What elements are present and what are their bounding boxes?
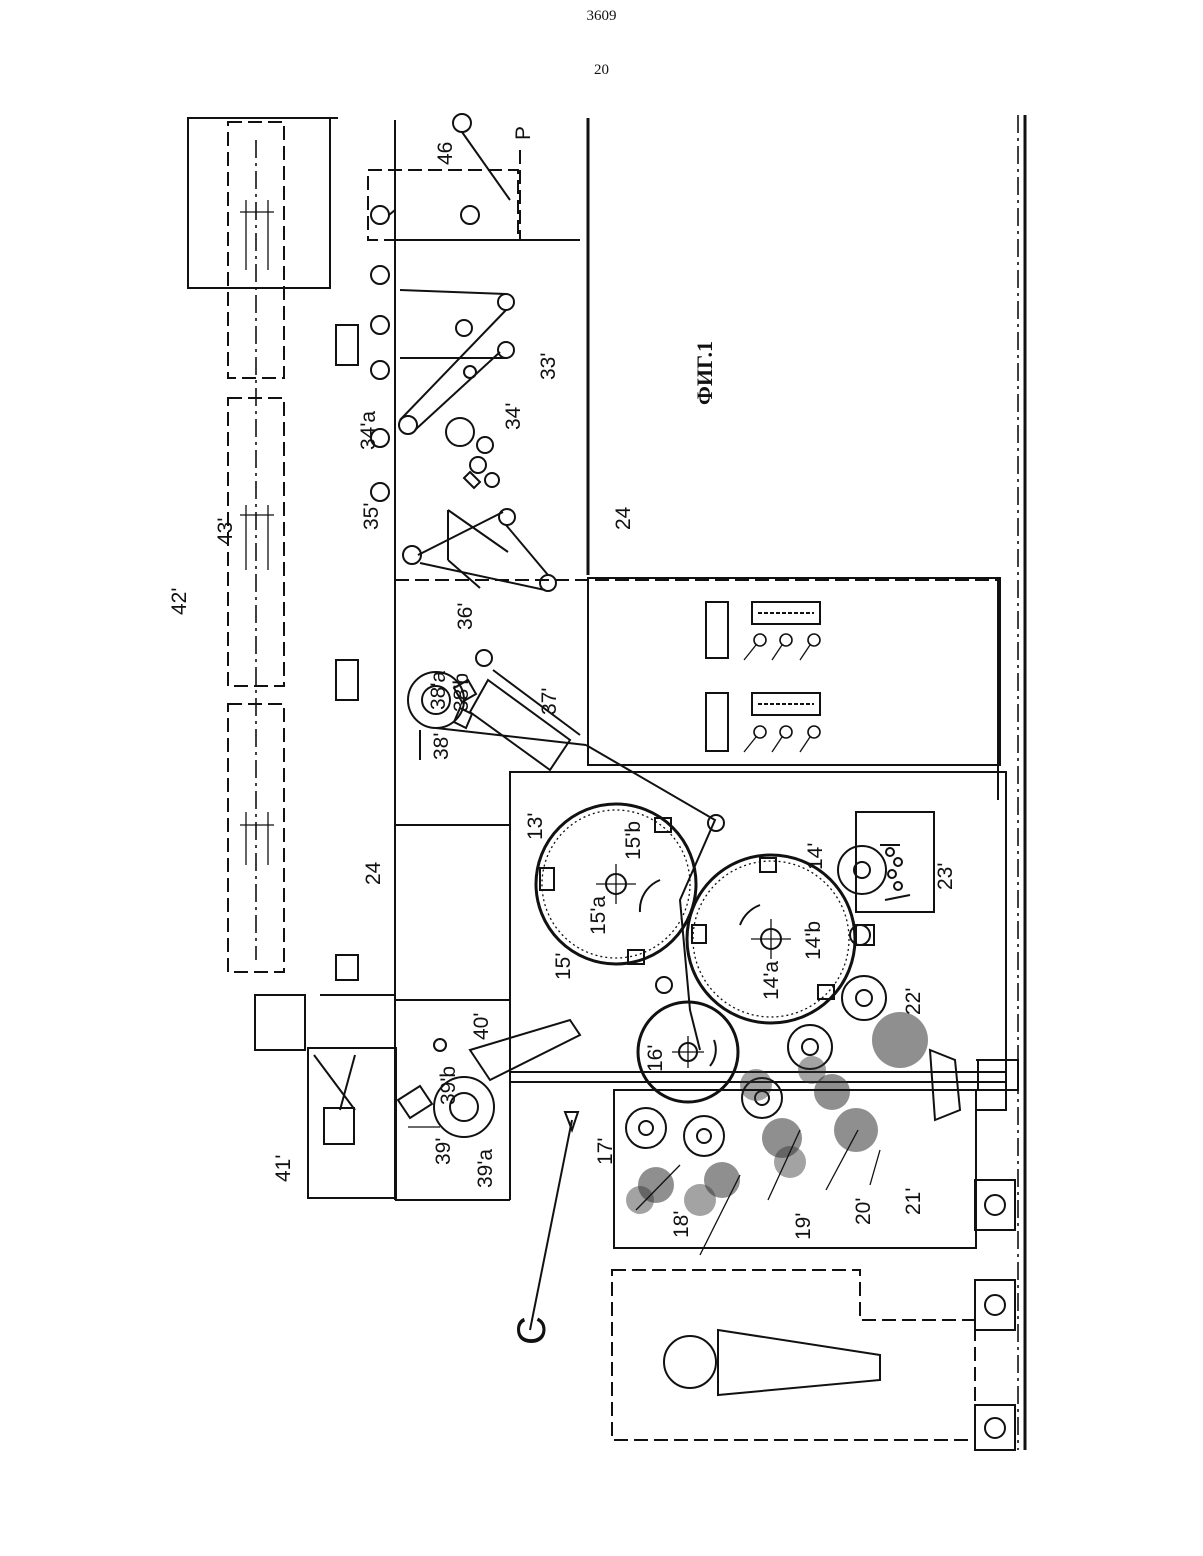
label-14b: 14'b — [802, 921, 825, 960]
label-22: 22' — [902, 988, 925, 1015]
label-14: 14' — [804, 843, 827, 870]
label-16: 16' — [644, 1045, 667, 1072]
label-40: 40' — [470, 1013, 493, 1040]
label-c: C — [510, 1316, 554, 1345]
label-35: 35' — [360, 503, 383, 530]
label-34: 34' — [502, 403, 525, 430]
cylinder-housing — [510, 772, 1006, 1082]
ink-rollers — [626, 1012, 928, 1216]
label-15b: 15'b — [622, 821, 645, 860]
label-15: 15' — [552, 953, 575, 980]
label-24-upper: 24 — [612, 506, 635, 530]
label-39a: 39'a — [474, 1149, 497, 1188]
label-46: 46 — [434, 142, 457, 165]
dryer-housing — [188, 118, 330, 288]
label-13: 13' — [524, 813, 547, 840]
label-37: 37' — [538, 688, 561, 715]
figure-caption: ФИГ.1 — [692, 341, 717, 405]
label-34a: 34'a — [357, 411, 380, 450]
label-15a: 15'a — [587, 896, 610, 935]
control-cabinet — [588, 578, 1000, 765]
operator-head — [664, 1336, 716, 1388]
label-42: 42' — [168, 588, 191, 615]
label-36: 36' — [454, 603, 477, 630]
label-20: 20' — [852, 1198, 875, 1225]
label-38b: 38'b — [450, 673, 473, 712]
operator-platform — [612, 1270, 975, 1440]
label-39: 39' — [432, 1138, 455, 1165]
label-23: 23' — [934, 863, 957, 890]
label-38a: 38'a — [427, 671, 450, 710]
label-24-lower: 24 — [362, 861, 385, 885]
label-14a: 14'a — [760, 961, 783, 1000]
label-39b: 39'b — [437, 1066, 460, 1105]
label-33: 33' — [537, 353, 560, 380]
label-p: P — [512, 126, 535, 140]
label-43: 43' — [214, 518, 237, 545]
label-21: 21' — [902, 1188, 925, 1215]
label-19: 19' — [792, 1213, 815, 1240]
label-17: 17' — [594, 1138, 617, 1165]
label-18: 18' — [670, 1211, 693, 1238]
label-41: 41' — [272, 1155, 295, 1182]
label-38: 38' — [430, 733, 453, 760]
